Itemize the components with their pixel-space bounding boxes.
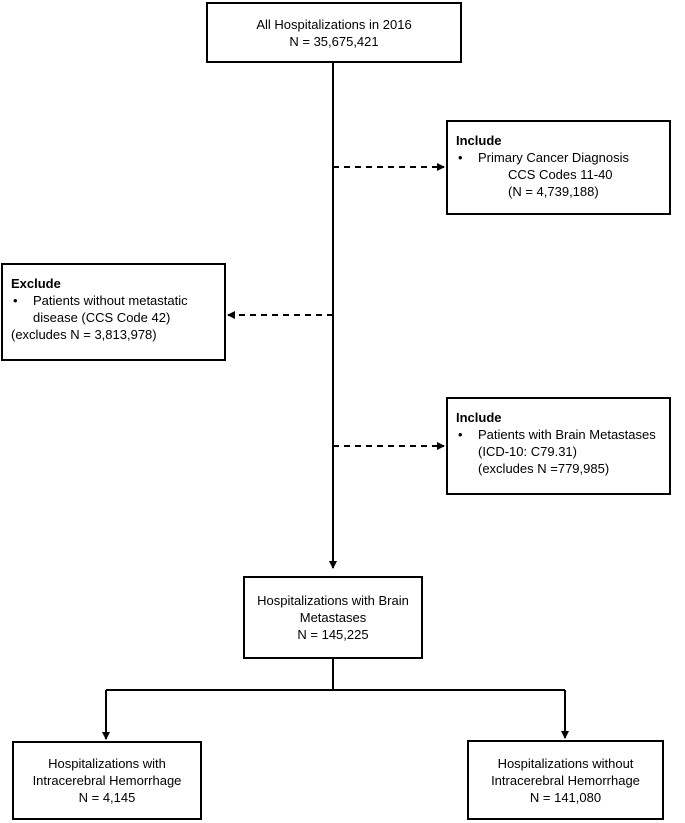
box-include-primary-cancer: Include • Primary Cancer Diagnosis CCS C… — [446, 120, 671, 215]
box-line: N = 35,675,421 — [289, 33, 379, 49]
box-line: Hospitalizations with Brain — [257, 593, 409, 608]
box-line: Primary Cancer Diagnosis — [478, 150, 629, 165]
bullet-icon: • — [458, 150, 463, 165]
box-line: (ICD-10: C79.31) — [478, 444, 577, 459]
box-line: N = 141,080 — [529, 789, 602, 805]
box-line: Metastases — [299, 610, 367, 625]
box-line: Hospitalizations with — [48, 756, 166, 771]
box-line: (excludes N =779,985) — [478, 461, 610, 476]
bullet-icon: • — [458, 427, 463, 442]
box-heading: Exclude — [11, 276, 61, 291]
box-line: N = 4,145 — [78, 790, 136, 805]
box-include-brain-metastases: Include • Patients with Brain Metastases… — [446, 397, 671, 495]
box-line: CCS Codes 11-40 — [508, 167, 613, 182]
box-line: Intracerebral Hemorrhage — [32, 773, 182, 788]
box-line: All Hospitalizations in 2016 — [256, 16, 412, 32]
box-line: Patients with Brain Metastases — [478, 427, 656, 442]
box-exclude-no-metastatic: Exclude • Patients without metastatic di… — [1, 263, 226, 361]
box-line: Hospitalizations without — [497, 755, 634, 771]
box-brain-metastases: Hospitalizations with Brain Metastases N… — [243, 576, 423, 659]
box-heading: Include — [456, 133, 502, 148]
box-all-hospitalizations: All Hospitalizations in 2016 N = 35,675,… — [206, 2, 462, 63]
box-line: (excludes N = 3,813,978) — [11, 327, 157, 342]
box-line: N = 145,225 — [297, 627, 369, 642]
box-with-hemorrhage: Hospitalizations with Intracerebral Hemo… — [12, 741, 202, 820]
box-line: Patients without metastatic — [33, 293, 188, 308]
box-heading: Include — [456, 410, 502, 425]
box-without-hemorrhage: Hospitalizations without Intracerebral H… — [467, 740, 664, 820]
box-line: disease (CCS Code 42) — [33, 310, 171, 325]
box-line: (N = 4,739,188) — [508, 184, 599, 199]
bullet-icon: • — [13, 293, 18, 308]
box-line: Intracerebral Hemorrhage — [491, 772, 640, 788]
